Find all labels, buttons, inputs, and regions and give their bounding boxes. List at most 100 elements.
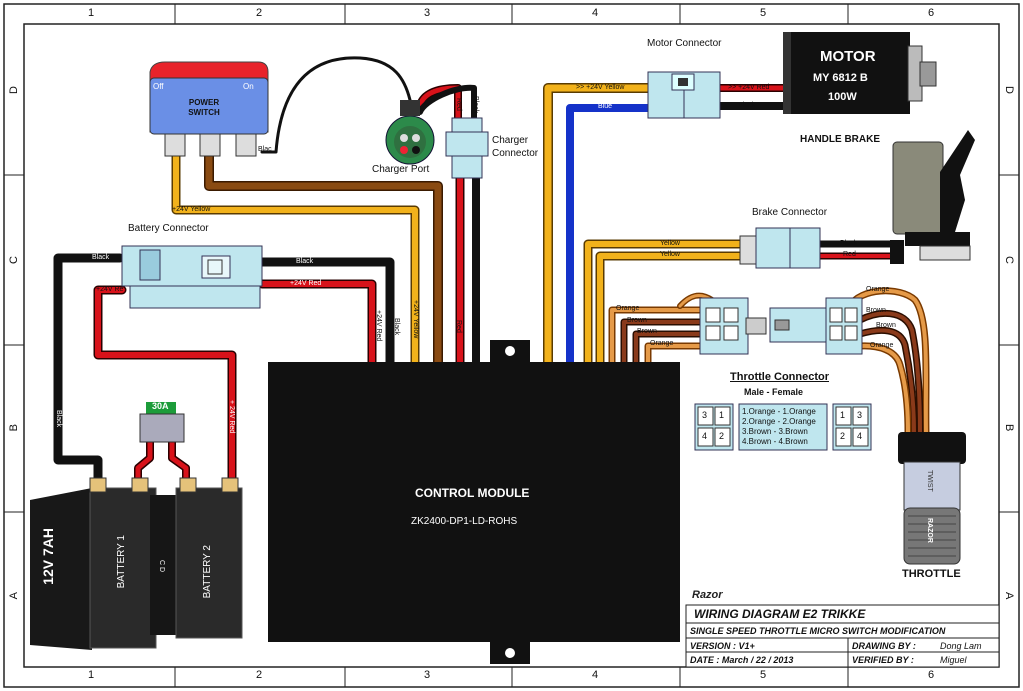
thr-pin-right-4: 4 xyxy=(857,431,863,441)
motor-blue-label: Blue xyxy=(598,103,613,110)
brake-connector xyxy=(739,227,821,269)
battery-connector-label: Battery Connector xyxy=(128,223,209,234)
power-switch xyxy=(149,61,269,157)
wire-thr-f-brown-1 xyxy=(858,311,922,434)
battery-black-v-label: Black xyxy=(55,410,62,428)
grid-row-b-right: B xyxy=(1003,424,1015,432)
grid-col-4-bottom: 4 xyxy=(592,669,599,681)
throttle-connector xyxy=(694,297,872,451)
brake-yellow-label-2: Yellow xyxy=(660,251,680,258)
battery-red-v-label: + 24V Red xyxy=(228,400,235,434)
thr-row-1: 1.Orange - 1.Orange xyxy=(742,407,816,416)
thr-pin-right-3: 2 xyxy=(840,431,846,441)
thr-brown-label-1: Brown xyxy=(627,317,647,324)
motor-yellow-label: >> +24V Yellow xyxy=(576,84,625,91)
module-black-label: Black xyxy=(393,318,400,336)
grid-col-1-bottom: 1 xyxy=(88,669,95,681)
wire-motor-blue xyxy=(566,104,652,369)
thr-pin-left-4: 2 xyxy=(719,431,725,441)
wire-batt-black-left xyxy=(53,253,125,493)
fuse xyxy=(139,402,185,443)
thr-pin-left-2: 1 xyxy=(719,410,725,420)
switch-blac-label: Blac xyxy=(258,146,272,153)
thr-f-brown-label-2: Brown xyxy=(876,322,896,329)
grid-col-5-bottom: 5 xyxy=(760,669,767,681)
battery-1-label: BATTERY 1 xyxy=(116,535,127,589)
brake-red-label: Red xyxy=(843,251,856,258)
grid-col-1-top: 1 xyxy=(88,7,95,19)
motor xyxy=(783,32,937,114)
wires xyxy=(53,56,930,493)
wire-thr-f-brown-2 xyxy=(858,328,916,434)
thr-row-3: 3.Brown - 3.Brown xyxy=(742,427,808,436)
charger-port-label: Charger Port xyxy=(372,164,430,175)
throttle-connector-title: Throttle Connector xyxy=(730,371,829,383)
wire-motor-yellow xyxy=(544,84,652,369)
thr-pin-left-1: 3 xyxy=(702,410,708,420)
title-block-verified-value: Miguel xyxy=(940,655,967,665)
title-block-title: WIRING DIAGRAM E2 TRIKKE xyxy=(694,607,866,621)
brake-connector-label: Brake Connector xyxy=(752,207,828,218)
battery-2-label: BATTERY 2 xyxy=(202,545,213,599)
grid-row-c-left: C xyxy=(8,256,20,264)
brake-black-label: Black xyxy=(840,240,858,247)
razor-logo: Razor xyxy=(692,589,723,601)
power-switch-label: POWER SWITCH xyxy=(188,98,220,117)
grid-col-6-bottom: 6 xyxy=(928,669,935,681)
throttle-label: THROTTLE xyxy=(902,568,961,580)
title-block xyxy=(685,604,1000,668)
battery-red-short-label: +24V Re xyxy=(96,286,124,293)
title-block-version: VERSION : V1+ xyxy=(690,641,755,651)
grid-row-b-left: B xyxy=(8,424,20,432)
wire-brake-yellow-2 xyxy=(597,253,748,368)
motor-connector-label: Motor Connector xyxy=(647,38,722,49)
module-red-label: +24V Red xyxy=(375,310,382,342)
thr-f-orange-label-1: Orange xyxy=(866,286,890,293)
grid-col-2-top: 2 xyxy=(256,7,263,19)
title-block-date: DATE : March / 22 / 2013 xyxy=(690,655,794,665)
wire-batt-black xyxy=(257,257,395,370)
module-charger-red-label: Red xyxy=(455,320,462,333)
charger-connector xyxy=(445,117,489,179)
fuse-label: 30A xyxy=(152,401,169,411)
grid-row-c-right: C xyxy=(1003,256,1015,264)
batteries xyxy=(30,477,243,650)
control-module-title: CONTROL MODULE xyxy=(415,486,530,500)
conn-red-label: +24V Red xyxy=(290,280,322,287)
control-module-model: ZK2400-DP1-LD-ROHS xyxy=(411,516,518,527)
wire-charger-black xyxy=(417,84,477,121)
motor-black-label: Black xyxy=(738,102,756,109)
grid-row-a-right: A xyxy=(1003,592,1015,600)
drawing-border xyxy=(3,3,1020,688)
switch-off-label: Off xyxy=(153,82,164,91)
wire-black-switch xyxy=(260,56,412,154)
grid-col-2-bottom: 2 xyxy=(256,669,263,681)
module-charger-black-label: Black xyxy=(471,320,478,338)
wire-batt-red xyxy=(259,281,375,368)
control-module xyxy=(268,340,680,664)
switch-yellow-label: +24V Yellow xyxy=(172,206,211,213)
title-block-drawing-value: Dong Lam xyxy=(940,641,982,651)
handle-brake xyxy=(890,130,975,264)
thr-pin-right-2: 3 xyxy=(857,410,863,420)
motor-line3: 100W xyxy=(828,91,857,103)
title-block-drawing-label: DRAWING BY : xyxy=(852,641,916,651)
thr-row-2: 2.Orange - 2.Orange xyxy=(742,417,816,426)
thr-brown-label-2: Brown xyxy=(637,328,657,335)
thr-orange-label-1: Orange xyxy=(616,305,640,312)
brake-yellow-label-1: Yellow xyxy=(660,240,680,247)
wire-thr-f-orange-2 xyxy=(858,343,910,434)
module-yellow-label: +24V Yellow xyxy=(412,300,419,339)
charger-black-label: Black xyxy=(472,96,479,114)
thr-orange-label-2: Orange xyxy=(650,340,674,347)
motor-connector xyxy=(647,71,721,119)
thr-f-brown-label-1: Brown xyxy=(866,307,886,314)
motor-line2: MY 6812 B xyxy=(813,72,868,84)
thr-row-4: 4.Brown - 4.Brown xyxy=(742,437,808,446)
throttle-connector-subtitle: Male - Female xyxy=(744,387,804,397)
charger-red-label: Red xyxy=(455,98,462,111)
grid-row-a-left: A xyxy=(8,592,20,600)
motor-line1: MOTOR xyxy=(820,48,876,65)
grid-col-3-bottom: 3 xyxy=(424,669,431,681)
